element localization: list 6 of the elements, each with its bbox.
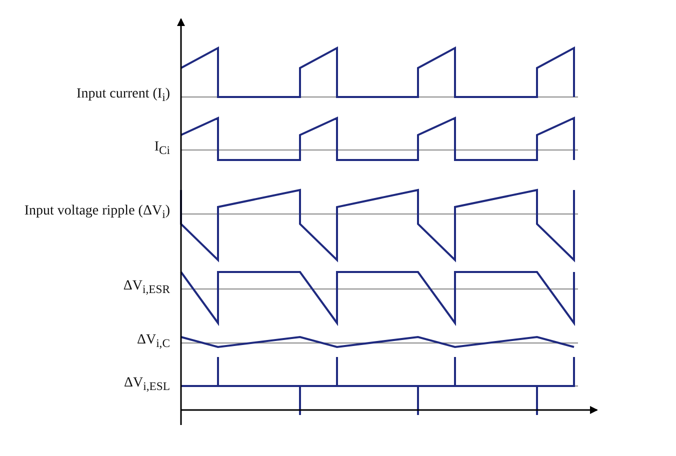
signal-label: ΔV$_{i,C}$: [136, 332, 170, 350]
signal-label: Input current (I$_{i}$): [76, 86, 170, 104]
signal-label: Input voltage ripple (ΔV$_{i}$): [24, 203, 170, 222]
signal-label: I$_{Ci}$: [154, 139, 170, 158]
signal-label: ΔV$_{i,ESL}$: [124, 375, 170, 394]
signal-label: ΔV$_{i,ESR}$: [123, 278, 170, 296]
